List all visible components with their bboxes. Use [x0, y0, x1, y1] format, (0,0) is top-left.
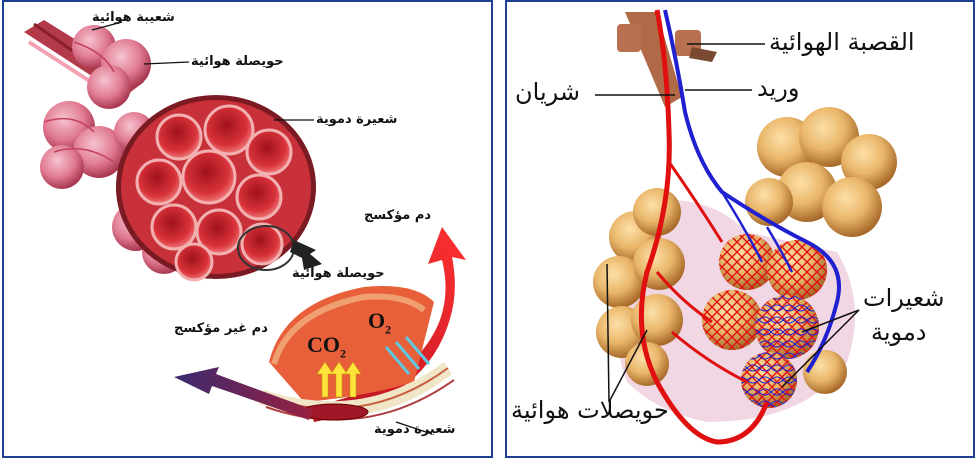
oxygenated-blood-label: دم مؤكسج	[364, 208, 431, 223]
co2-label: CO2	[307, 332, 346, 361]
artery-label: شريان	[515, 78, 580, 106]
vein-label: وريد	[757, 74, 799, 102]
co2-arrows	[317, 362, 361, 397]
deoxygenated-blood-label: دم غير مؤكسج	[174, 321, 268, 336]
red-alveolus-cluster	[116, 95, 316, 280]
alveolus-top-label: حويصلة هوائية	[191, 54, 284, 69]
trachea-label: القصبة الهوائية	[769, 28, 915, 56]
o2-label: O2	[368, 308, 391, 337]
lung-illustration	[507, 2, 977, 460]
bronchiole-label: شعيبة هوائية	[92, 10, 175, 25]
alveoli-label: حويصلات هوائية	[511, 396, 669, 424]
right-panel-lung-diagram: القصبة الهوائية وريد شريان شعيرات دموية …	[505, 0, 975, 458]
alveolus-illustration	[4, 2, 495, 460]
capillary-top-label: شعيرة دموية	[316, 112, 397, 127]
capillaries-label-line2: دموية	[871, 318, 927, 346]
alveolus-detail-label: حويصلة هوائية	[292, 266, 385, 281]
capillary-bottom-label: شعيرة دموية	[374, 422, 455, 437]
capillaries-label-line1: شعيرات	[863, 284, 944, 312]
left-panel-alveolus-diagram: شعيبة هوائية حويصلة هوائية شعيرة دموية د…	[2, 0, 493, 458]
alveoli-cluster-upper-right	[745, 107, 897, 237]
